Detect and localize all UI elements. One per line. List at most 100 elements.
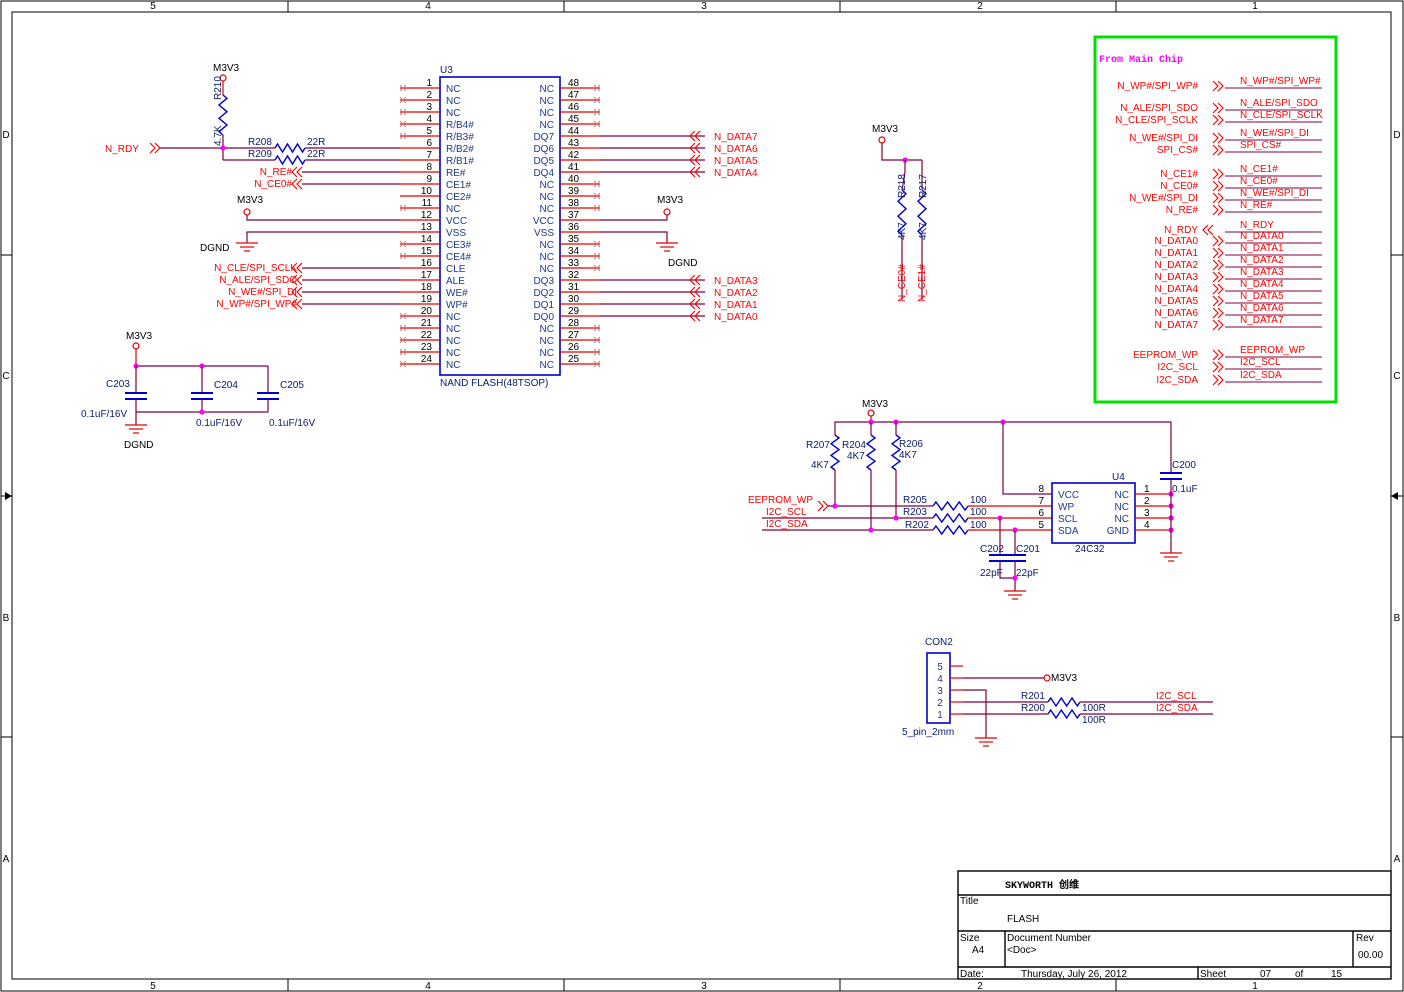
main-chip-net-right: N_WE#/SPI_DI [1240, 128, 1309, 139]
u3-pin-name: CE3# [446, 240, 471, 251]
con2-pin-number: 2 [937, 698, 943, 709]
power-port-icon [867, 409, 875, 417]
offpage-connector-icon [291, 262, 298, 274]
main-chip-net-right: EEPROM_WP [1240, 345, 1305, 356]
u3-pin-name: DQ6 [533, 144, 554, 155]
offpage-connector-icon [694, 274, 701, 286]
u3-pin-number: 15 [421, 246, 433, 257]
rev-label: Rev [1356, 933, 1374, 944]
u4-refdes: U4 [1112, 472, 1125, 483]
u3-pin-name: NC [446, 336, 460, 347]
r202-value: 100 [970, 520, 987, 531]
no-connect-icon [593, 96, 601, 104]
c202-refdes: C202 [980, 544, 1004, 555]
net-label: N_CLE/SPI_SCLK [214, 263, 297, 274]
offpage-connector-icon [1202, 224, 1209, 236]
u4-pin-number: 3 [1144, 508, 1150, 519]
offpage-connector-icon [291, 298, 298, 310]
zone-column-label: 1 [1252, 1, 1258, 12]
wire [600, 215, 668, 221]
u3-pin-number: 27 [568, 330, 580, 341]
zone-column-label: 2 [977, 981, 983, 992]
u3-pin-name: RE# [446, 168, 466, 179]
u3-pin-name: NC [446, 96, 460, 107]
c201-refdes: C201 [1016, 544, 1040, 555]
u3-pin-number: 36 [568, 222, 580, 233]
resistor-icon [1047, 696, 1081, 708]
main-chip-net-right: N_WE#/SPI_DI [1240, 188, 1309, 199]
main-chip-net-right: N_RE# [1240, 200, 1273, 211]
net-label: N_ALE/SPI_SDO [219, 275, 297, 286]
offpage-connector-icon [1217, 295, 1224, 307]
offpage-connector-icon [1217, 204, 1224, 216]
resistor-icon [916, 189, 928, 236]
zone-row-label: B [1394, 613, 1401, 624]
title-label: Title [960, 896, 979, 907]
main-chip-net-right: I2C_SDA [1240, 370, 1282, 381]
power-label-m3v3: M3V3 [657, 195, 684, 206]
offpage-connector-icon [1217, 132, 1224, 144]
r206-value: 4K7 [899, 450, 917, 461]
c202-value: 22pF [980, 568, 1003, 579]
main-chip-net-right: N_DATA5 [1240, 291, 1284, 302]
no-connect-icon [399, 324, 407, 332]
u3-pin-number: 46 [568, 102, 580, 113]
date-value: Thursday, July 26, 2012 [1021, 969, 1127, 980]
u3-pin-number: 35 [568, 234, 580, 245]
u3-pin-name: R/B1# [446, 156, 474, 167]
resistor-icon [274, 154, 306, 166]
net-label-eeprom-wp: EEPROM_WP [748, 495, 813, 506]
main-chip-net-left: N_WE#/SPI_DI [1129, 193, 1198, 204]
zone-row-label: D [2, 130, 9, 141]
power-label-m3v3: M3V3 [213, 63, 240, 74]
date-label: Date: [960, 969, 984, 980]
r210-refdes: R210 [213, 76, 224, 100]
offpage-connector-icon [1217, 102, 1224, 114]
zone-row-label: D [1393, 130, 1400, 141]
u4-pin-name: NC [1115, 502, 1129, 513]
main-chip-net-right: SPI_CS# [1240, 140, 1282, 151]
zone-row-label: C [1393, 371, 1400, 382]
u3-pin-name: NC [540, 252, 554, 263]
sheet-title: FLASH [1007, 914, 1039, 925]
offpage-connector-icon [1217, 180, 1224, 192]
u3-pin-number: 32 [568, 270, 580, 281]
power-port-icon [243, 208, 251, 216]
wire [600, 231, 668, 243]
power-port-icon [132, 342, 140, 350]
u4-pin-name: NC [1115, 490, 1129, 501]
offpage-connector-icon [1212, 283, 1219, 295]
u3-pin-name: VCC [446, 216, 467, 227]
main-chip-net-right: N_DATA4 [1240, 279, 1284, 290]
r218-refdes: R218 [897, 174, 908, 198]
con2-pin-number: 1 [937, 710, 943, 721]
offpage-connector-icon [1212, 168, 1219, 180]
u3-pin-name: NC [446, 348, 460, 359]
main-chip-net-right: N_CE1# [1240, 164, 1278, 175]
net-label-n-ce0: N_CE0# [897, 264, 908, 302]
main-chip-net-right: N_WP#/SPI_WP# [1240, 76, 1321, 87]
main-chip-net-left: N_CE0# [1160, 181, 1198, 192]
offpage-connector-icon [1217, 349, 1224, 361]
no-connect-icon [593, 204, 601, 212]
resistor-icon [1047, 708, 1081, 720]
zone-column-label: 4 [425, 981, 431, 992]
offpage-connector-icon [694, 286, 701, 298]
zone-column-label: 2 [977, 1, 983, 12]
resistor-icon [896, 189, 908, 236]
resistor-icon [932, 512, 969, 524]
offpage-connector-icon [1217, 192, 1224, 204]
main-chip-net-left: N_WE#/SPI_DI [1129, 133, 1198, 144]
c203-value: 0.1uF/16V [81, 409, 127, 420]
offpage-connector-icon [1207, 224, 1214, 236]
u3-pin-name: NC [540, 108, 554, 119]
offpage-connector-icon [689, 286, 696, 298]
u4-pin-name: SCL [1058, 514, 1078, 525]
document-number-label: Document Number [1007, 933, 1092, 944]
net-label-i2c-scl: I2C_SCL [766, 507, 807, 518]
u3-pin-number: 16 [421, 258, 433, 269]
u3-pin-name: DQ1 [533, 300, 554, 311]
u3-pin-number: 37 [568, 210, 580, 221]
